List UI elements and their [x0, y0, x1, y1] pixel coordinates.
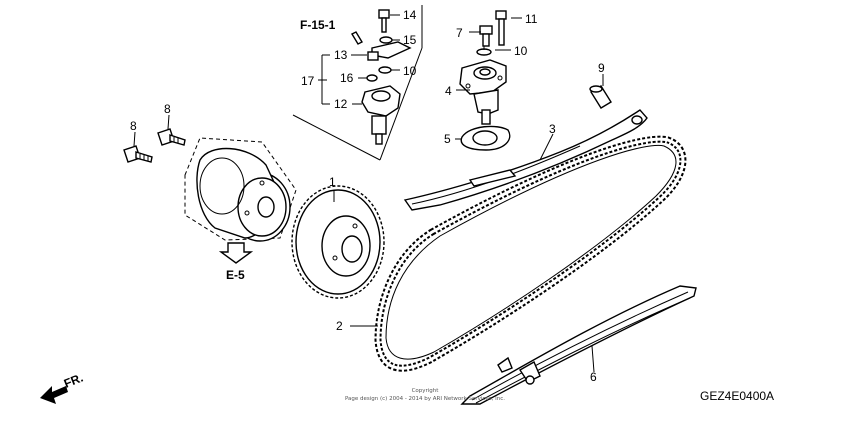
cam-hub-assembly	[184, 137, 297, 242]
part-label-16: 16	[340, 71, 354, 85]
part-label-10a: 10	[403, 64, 417, 78]
part-label-4: 4	[445, 84, 452, 98]
copyright-line1: Copyright	[412, 388, 440, 394]
inset-frame	[292, 5, 423, 161]
f15-reference-label: F-15-1	[300, 18, 336, 32]
part-label-9: 9	[598, 61, 605, 75]
gasket-5	[460, 125, 511, 151]
part-label-17: 17	[301, 74, 315, 88]
tensioner-lifter	[459, 59, 507, 125]
cam-sprocket	[291, 185, 385, 299]
part-label-3: 3	[549, 122, 556, 136]
copyright-line2: Page design (c) 2004 - 2014 by ARI Netwo…	[345, 396, 505, 402]
part-label-2: 2	[336, 319, 343, 333]
washer-16	[366, 74, 378, 82]
part-label-8b: 8	[164, 102, 171, 116]
part-label-12: 12	[334, 97, 348, 111]
chain-guide	[460, 285, 697, 405]
diagram-code: GEZ4E0400A	[700, 389, 774, 403]
e5-label: E-5	[226, 268, 245, 282]
front-direction-label: FR.	[62, 371, 85, 391]
part-label-13: 13	[334, 48, 348, 62]
cam-chain	[374, 135, 687, 372]
tensioner-inset	[361, 41, 412, 145]
part-label-11: 11	[525, 12, 538, 26]
collar-9	[589, 85, 612, 109]
part-label-7: 7	[456, 26, 463, 40]
e5-reference: E-5	[218, 242, 254, 282]
part-label-5: 5	[444, 132, 451, 146]
washer-10-left	[378, 66, 392, 74]
tensioner-slipper	[403, 109, 648, 211]
part-label-15: 15	[403, 33, 417, 47]
bolt-8-right	[157, 128, 186, 146]
part-label-1: 1	[329, 175, 336, 189]
front-direction-arrow: FR.	[40, 371, 85, 404]
f15-arrow	[351, 31, 363, 45]
washer-15	[379, 36, 393, 44]
part-label-8a: 8	[130, 119, 137, 133]
part-label-6: 6	[590, 370, 597, 384]
bolt-11	[495, 10, 507, 46]
part-label-14: 14	[403, 8, 417, 22]
bolt-7	[479, 25, 493, 47]
bolt-14	[378, 9, 390, 33]
bolt-8-left	[123, 145, 153, 163]
part-label-10b: 10	[514, 44, 528, 58]
